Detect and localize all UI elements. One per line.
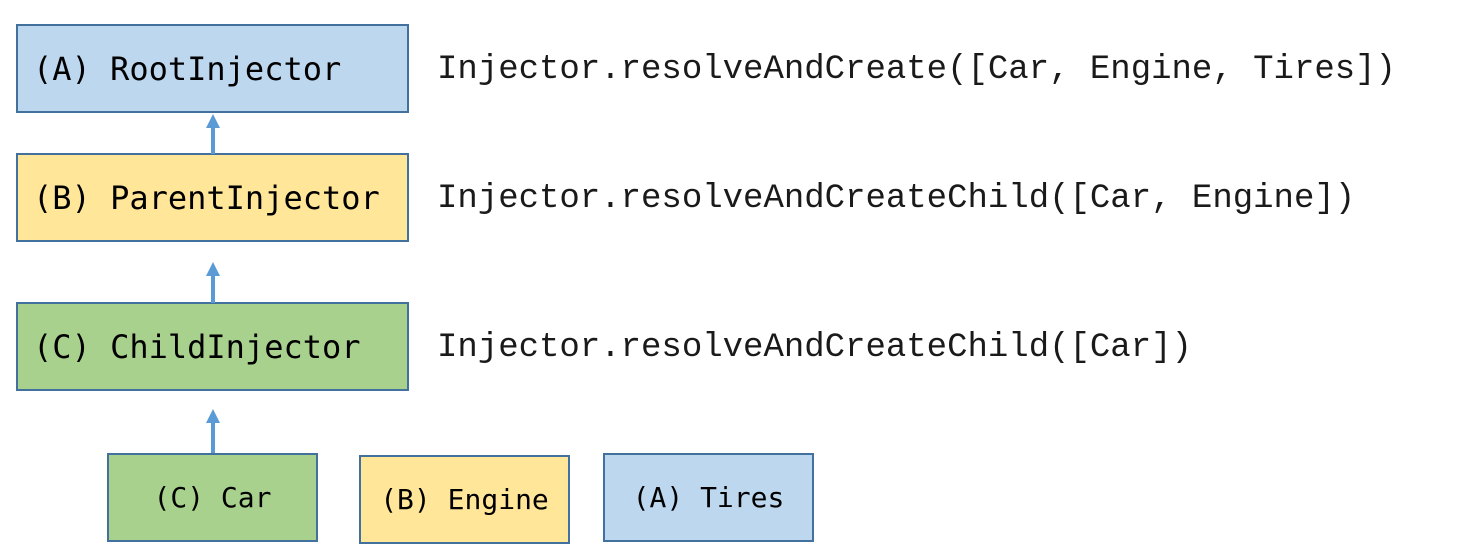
engine-dependency-label: (B) Engine <box>380 483 549 516</box>
car-dependency-label: (C) Car <box>153 481 272 514</box>
child-injector-code: Injector.resolveAndCreateChild([Car]) <box>437 329 1192 367</box>
arrow-child-to-parent <box>206 262 220 303</box>
root-injector-label: (A) RootInjector <box>33 49 342 88</box>
tires-dependency-label: (A) Tires <box>632 481 785 514</box>
car-dependency-box: (C) Car <box>107 453 318 542</box>
parent-injector-code: Injector.resolveAndCreateChild([Car, Eng… <box>437 180 1356 218</box>
child-injector-box: (C) ChildInjector <box>16 302 409 391</box>
arrow-parent-to-root <box>206 114 220 154</box>
root-injector-code: Injector.resolveAndCreate([Car, Engine, … <box>437 51 1396 89</box>
root-injector-box: (A) RootInjector <box>16 24 409 113</box>
parent-injector-label: (B) ParentInjector <box>33 178 380 217</box>
parent-injector-box: (B) ParentInjector <box>16 153 409 242</box>
tires-dependency-box: (A) Tires <box>603 453 814 542</box>
engine-dependency-box: (B) Engine <box>359 455 570 544</box>
arrow-car-to-child <box>206 409 220 455</box>
child-injector-label: (C) ChildInjector <box>33 327 361 366</box>
